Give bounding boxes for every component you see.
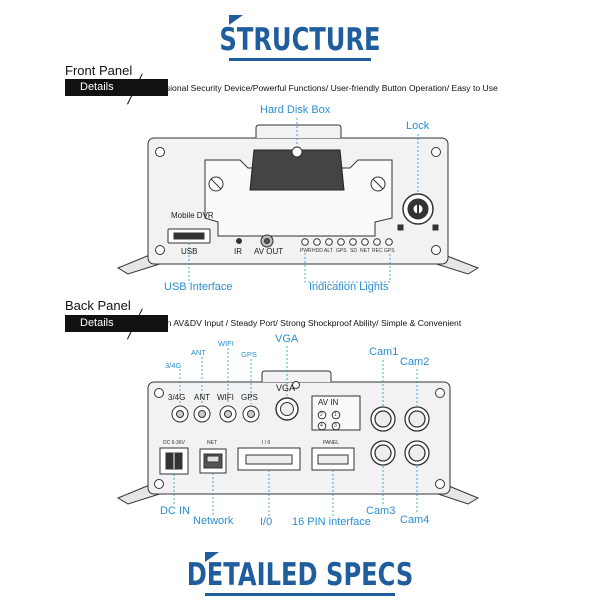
front-details-tag: Details bbox=[65, 79, 168, 96]
back-device bbox=[116, 370, 480, 505]
structure-accent bbox=[229, 15, 243, 25]
back-panel-title: Back Panel bbox=[65, 298, 131, 313]
callout-cam2: Cam2 bbox=[400, 356, 430, 368]
ant-port-label: ANT bbox=[194, 393, 210, 402]
front-screw-tr bbox=[431, 147, 441, 157]
light-label-sd: SD bbox=[350, 248, 357, 254]
callout-indication-lights: Indication Lights bbox=[309, 281, 389, 293]
specs-underline bbox=[205, 593, 395, 596]
specs-accent bbox=[205, 552, 219, 562]
model-label: Mobile DVR bbox=[171, 211, 214, 220]
front-screw-tl bbox=[155, 147, 165, 157]
front-device bbox=[116, 124, 480, 275]
front-screw-top bbox=[291, 146, 303, 158]
callout-cam3: Cam3 bbox=[366, 505, 396, 517]
back-top-tab bbox=[261, 370, 332, 382]
light-label-gps2: GPS bbox=[384, 248, 395, 254]
back-details-tag: Details bbox=[65, 315, 168, 332]
lock-closed-icon bbox=[397, 224, 404, 231]
light-label-alt: ALT bbox=[324, 248, 333, 254]
vga-port-label: VGA bbox=[276, 383, 296, 393]
callout-16-pin-interface: 16 PIN interface bbox=[292, 516, 371, 528]
indication-lights bbox=[301, 238, 393, 246]
camera-connectors bbox=[370, 406, 430, 466]
front-screw-bl bbox=[155, 245, 165, 255]
ir-label: IR bbox=[234, 247, 242, 256]
light-label-pwr: PWR bbox=[300, 248, 312, 254]
av-in-num-2: 2 bbox=[320, 412, 323, 418]
callout-wifi: WIFI bbox=[218, 339, 234, 348]
callout-gps: GPS bbox=[241, 350, 257, 359]
front-details-description: Professional Security Device/Powerful Fu… bbox=[141, 83, 498, 93]
light-label-gps: GPS bbox=[336, 248, 347, 254]
back-callout-lines bbox=[173, 346, 418, 517]
front-panel-title: Front Panel bbox=[65, 63, 133, 78]
disk-handle bbox=[249, 149, 345, 191]
callout-lock: Lock bbox=[406, 120, 430, 132]
callout-cam1: Cam1 bbox=[369, 346, 399, 358]
antenna-connectors bbox=[171, 405, 260, 423]
callout-network: Network bbox=[193, 515, 234, 527]
dc-spec-label: DC 6-36V bbox=[163, 440, 185, 446]
front-screw-br bbox=[431, 245, 441, 255]
av-in-num-3: 3 bbox=[334, 423, 337, 429]
light-label-rec: REC bbox=[372, 248, 383, 254]
light-label-hdd: HDD bbox=[312, 248, 323, 254]
net-label: NET bbox=[207, 440, 217, 446]
panel-label: PANEL bbox=[323, 440, 340, 446]
callout-3-4g: 3/4G bbox=[165, 361, 182, 370]
av-in-label: AV IN bbox=[318, 398, 339, 407]
av-out-label: AV OUT bbox=[254, 247, 284, 256]
lock-open-icon bbox=[432, 224, 439, 231]
callout-usb-interface: USB Interface bbox=[164, 281, 233, 293]
detailed-specs-title: DETAILED SPECS bbox=[186, 557, 414, 593]
g34-port-label: 3/4G bbox=[168, 393, 186, 402]
light-label-net: NET bbox=[360, 248, 370, 254]
av-in-num-1: 1 bbox=[334, 412, 337, 418]
structure-underline bbox=[229, 58, 371, 61]
av-in-num-4: 4 bbox=[320, 423, 323, 429]
back-details-description: Aviation AV&DV Input / Steady Port/ Stro… bbox=[141, 318, 462, 328]
callout-hard-disk-box: Hard Disk Box bbox=[260, 104, 331, 116]
front-top-tab bbox=[255, 124, 342, 138]
ir-sensor bbox=[236, 238, 242, 244]
callout-cam4: Cam4 bbox=[400, 514, 430, 526]
structure-title: STRUCTURE bbox=[219, 22, 381, 58]
callout-dc-in: DC IN bbox=[160, 505, 190, 517]
usb-label: USB bbox=[181, 247, 198, 256]
gps-port-label: GPS bbox=[241, 393, 258, 402]
callout-io: I/0 bbox=[260, 516, 273, 528]
callout-vga: VGA bbox=[275, 333, 299, 345]
wifi-port-label: WIFI bbox=[217, 393, 234, 402]
front-callout-lines bbox=[188, 118, 419, 284]
io-label: I / 0 bbox=[262, 440, 271, 446]
callout-ant: ANT bbox=[191, 348, 206, 357]
